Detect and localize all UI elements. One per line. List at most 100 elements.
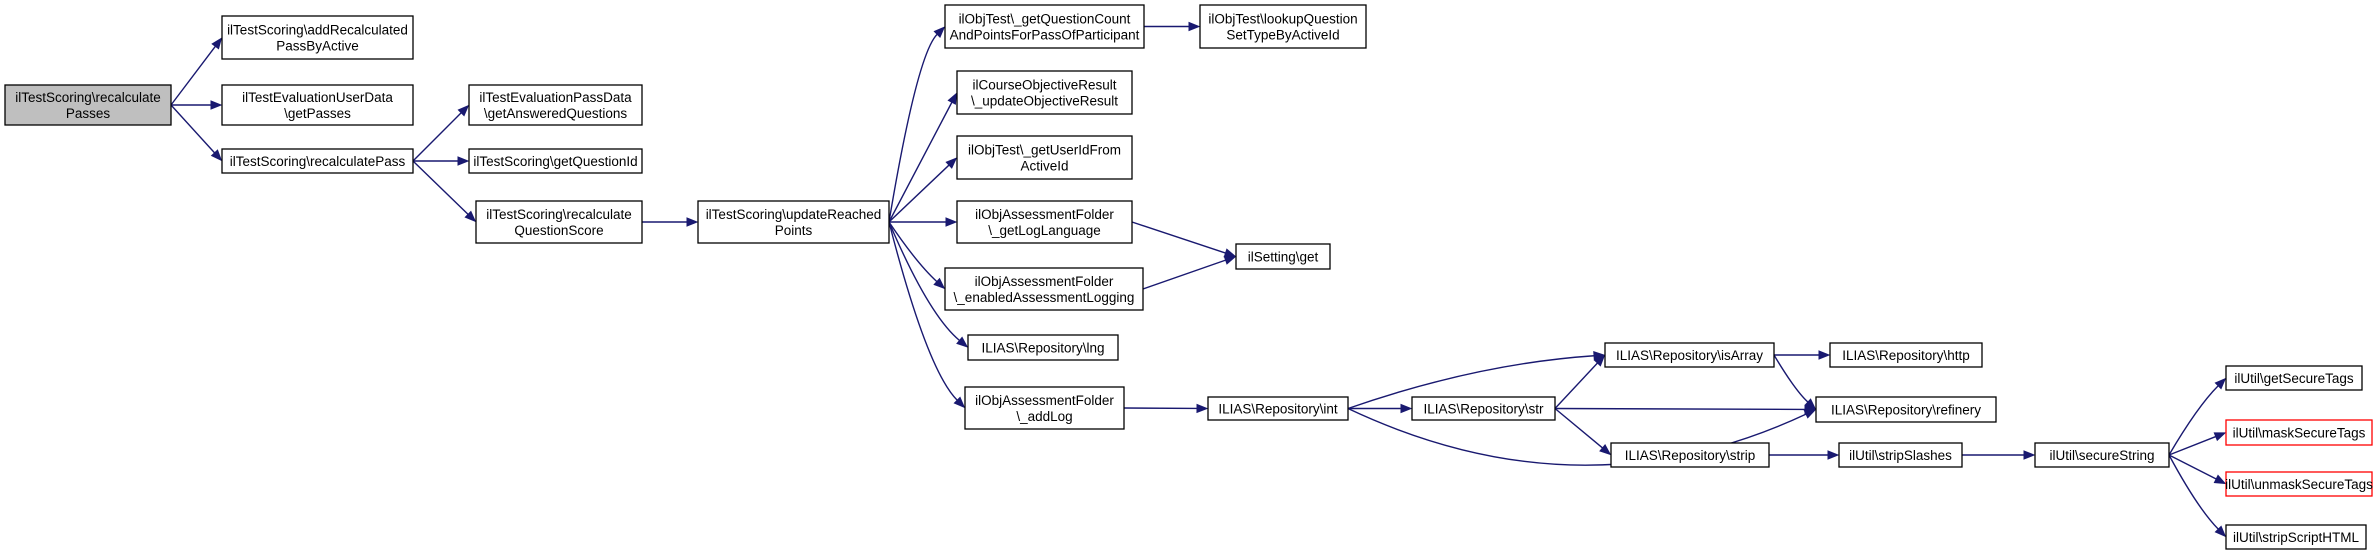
node-label: ilTestScoring\recalculate [15, 90, 161, 105]
call-edge [888, 26, 946, 223]
node-label: ilObjTest\_getUserIdFrom [968, 143, 1121, 158]
arrowhead [457, 104, 470, 117]
graph-node[interactable]: ilUtil\unmaskSecureTags [2225, 471, 2373, 497]
edge-line [888, 221, 938, 283]
arrowhead [1827, 450, 1840, 460]
graph-node[interactable]: ilUtil\stripSlashes [1838, 442, 1963, 468]
arrowhead [1818, 350, 1831, 360]
call-edge [1774, 350, 1831, 360]
edge-line [170, 45, 216, 106]
graph-node[interactable]: ILIAS\Repository\isArray [1604, 342, 1775, 368]
node-label: ilUtil\maskSecureTags [2233, 426, 2366, 441]
node-box [221, 84, 414, 126]
arrowhead [956, 336, 969, 348]
edge-line [1142, 259, 1226, 290]
arrowhead [1599, 444, 1612, 456]
edge-line [170, 104, 216, 154]
node-label: ilObjTest\lookupQuestion [1208, 12, 1357, 27]
arrowhead [211, 37, 223, 50]
node-label: \getAnsweredQuestions [484, 106, 628, 121]
call-edge [888, 221, 946, 290]
graph-node[interactable]: ILIAS\Repository\lng [967, 334, 1119, 361]
graph-node[interactable]: ILIAS\Repository\refinery [1815, 396, 1997, 423]
node-label: ILIAS\Repository\lng [981, 341, 1104, 356]
graph-node[interactable]: ILIAS\Repository\strip [1610, 442, 1770, 468]
node-label: Passes [66, 106, 111, 121]
node-box [1199, 4, 1367, 49]
call-edge [889, 217, 958, 227]
graph-node[interactable]: ilObjTest\_getQuestionCountAndPointsForP… [944, 4, 1145, 49]
graph-node[interactable]: ilCourseObjectiveResult\_updateObjective… [956, 70, 1133, 115]
arrowhead [2213, 474, 2227, 485]
edges-layer [170, 21, 2227, 538]
call-edge [1961, 450, 2036, 460]
graph-node[interactable]: ilTestScoring\getQuestionId [468, 148, 643, 174]
call-edge [413, 156, 470, 166]
arrowhead [1196, 403, 1209, 414]
arrowhead [2213, 432, 2227, 442]
graph-node[interactable]: ILIAS\Repository\str [1411, 396, 1556, 421]
node-box [1207, 396, 1349, 421]
node-box [967, 334, 1119, 361]
arrowhead [2023, 450, 2036, 460]
graph-node[interactable]: ilObjAssessmentFolder\_addLog [964, 386, 1125, 430]
graph-node[interactable]: ilTestEvaluationUserData\getPasses [221, 84, 414, 126]
arrowhead [210, 100, 223, 110]
graph-node[interactable]: ilUtil\maskSecureTags [2225, 419, 2373, 446]
graph-node[interactable]: ilTestScoring\recalculatePass [221, 148, 414, 174]
graph-node[interactable]: ilObjAssessmentFolder\_enabledAssessment… [944, 267, 1144, 311]
graph-node[interactable]: ilUtil\getSecureTags [2225, 365, 2363, 391]
node-label: AndPointsForPassOfParticipant [950, 28, 1140, 43]
node-label: ilUtil\unmaskSecureTags [2225, 477, 2373, 492]
graph-node[interactable]: ILIAS\Repository\http [1829, 342, 1983, 368]
graph-node[interactable]: ilTestEvaluationPassData\getAnsweredQues… [468, 84, 643, 126]
call-edge [412, 160, 477, 223]
edge-line [1554, 362, 1599, 409]
call-edge [2168, 432, 2227, 456]
call-edge [888, 221, 969, 348]
graph-node[interactable]: ilUtil\stripScriptHTML [2225, 524, 2367, 550]
edge-line [1554, 407, 1806, 411]
graph-node[interactable]: ILIAS\Repository\int [1207, 396, 1349, 421]
arrowhead [1400, 403, 1413, 414]
node-box [964, 386, 1125, 430]
call-edge [1554, 354, 1606, 409]
node-box [2225, 419, 2373, 446]
node-label: PassByActive [276, 39, 359, 54]
node-box [1235, 243, 1331, 270]
node-label: \getPasses [284, 106, 351, 121]
node-box [956, 200, 1133, 244]
graph-node[interactable]: ilSetting\get [1235, 243, 1331, 270]
graph-node[interactable]: ilObjAssessmentFolder\_getLogLanguage [956, 200, 1133, 244]
node-box [468, 148, 643, 174]
call-edge [1773, 354, 1817, 410]
arrowhead [457, 156, 470, 166]
graph-node[interactable]: ilUtil\secureString [2034, 442, 2170, 468]
arrowhead [464, 210, 477, 223]
node-label: ilTestScoring\addRecalculated [227, 23, 408, 38]
edge-line [1131, 221, 1226, 254]
call-edge [642, 217, 699, 227]
call-edge [1348, 403, 1413, 414]
arrowhead [1804, 404, 1817, 415]
node-box [697, 200, 890, 244]
call-edge [888, 221, 966, 409]
edge-line [412, 112, 462, 162]
edge-line [888, 221, 960, 342]
graph-node[interactable]: ilTestScoring\addRecalculatedPassByActiv… [221, 15, 414, 60]
graph-node[interactable]: ilObjTest\lookupQuestionSetTypeByActiveI… [1199, 4, 1367, 49]
node-box [944, 267, 1144, 311]
arrowhead [686, 217, 699, 227]
node-label: Points [775, 223, 813, 238]
node-label: SetTypeByActiveId [1226, 28, 1339, 43]
call-edge [888, 92, 958, 223]
node-label: ilTestScoring\updateReached [706, 207, 882, 222]
node-box [468, 84, 643, 126]
call-edge [1123, 403, 1209, 414]
node-label: QuestionScore [514, 223, 603, 238]
call-edge [2168, 377, 2227, 456]
